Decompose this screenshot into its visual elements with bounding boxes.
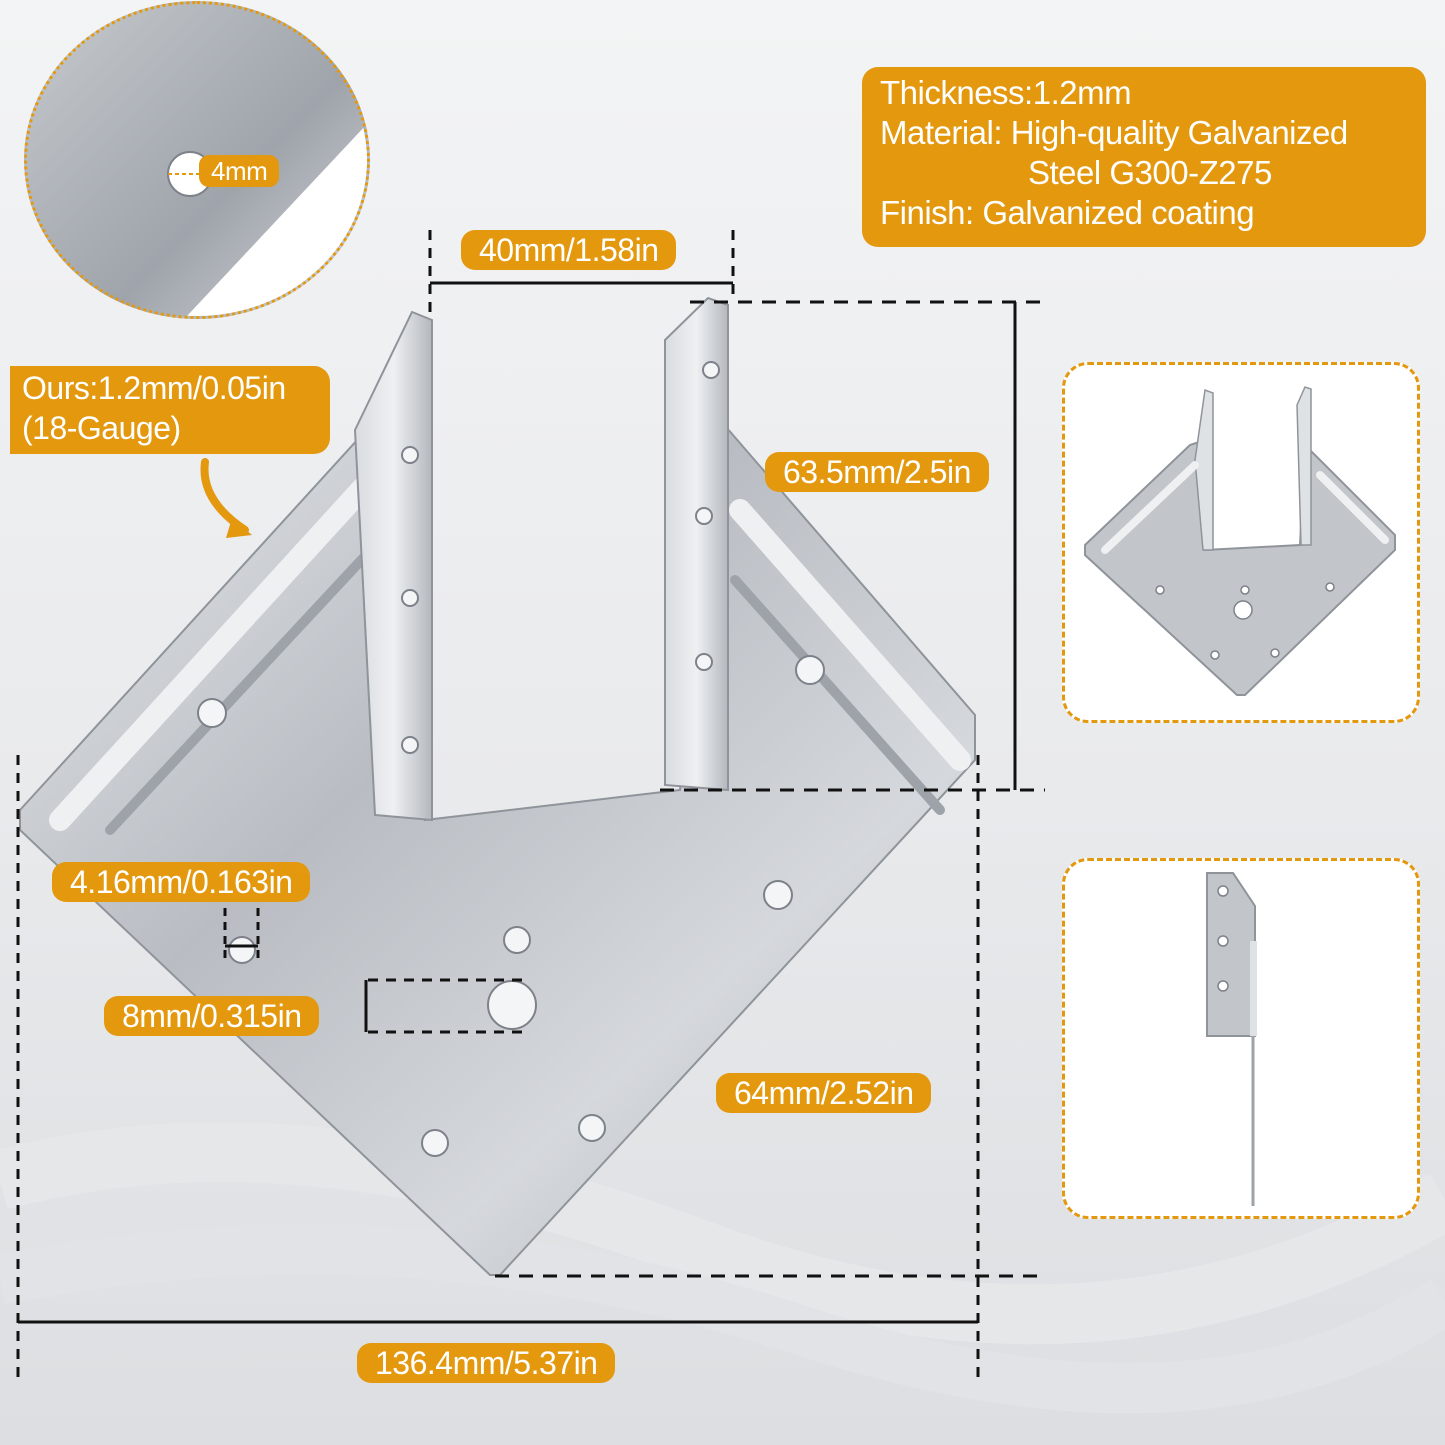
spec-material: Material: High-quality Galvanized [880, 114, 1348, 151]
spec-material-grade: Steel G300-Z275 [1028, 154, 1272, 191]
callout-line-1: Ours:1.2mm/0.05in [22, 370, 286, 406]
side-view-inset [1062, 858, 1420, 1219]
side-view-bracket [1206, 872, 1257, 1206]
right-rib-2 [730, 575, 945, 815]
hole-detail-label: 4mm [199, 155, 280, 187]
front-view-inset [1062, 362, 1420, 723]
diagonal-label: 64mm/2.52in [716, 1073, 932, 1113]
right-rib-1 [729, 499, 971, 771]
left-flange [353, 310, 433, 822]
height-label: 63.5mm/2.5in [765, 452, 989, 492]
callout-line-2: (18-Gauge) [22, 410, 181, 446]
spec-thickness: Thickness:1.2mm [880, 74, 1132, 111]
spec-finish: Finish: Galvanized coating [880, 194, 1255, 231]
spec-panel: Thickness:1.2mm Material: High-quality G… [862, 67, 1426, 247]
left-rib-1 [49, 469, 381, 831]
zoom-plate [167, 124, 367, 316]
large-hole-label: 8mm/0.315in [104, 996, 320, 1036]
callout-arrow-icon [200, 458, 249, 534]
front-view-bracket [1084, 386, 1396, 696]
total-width-label: 136.4mm/5.37in [357, 1343, 616, 1383]
bracket-holes [197, 361, 825, 1157]
inner-width-label: 40mm/1.58in [461, 230, 677, 270]
small-hole-label: 4.16mm/0.163in [52, 862, 311, 902]
hole-detail-zoom: 4mm [24, 1, 370, 319]
left-rib-2 [105, 535, 385, 835]
thickness-callout: Ours:1.2mm/0.05in (18-Gauge) [10, 366, 330, 454]
right-flange [664, 296, 729, 792]
